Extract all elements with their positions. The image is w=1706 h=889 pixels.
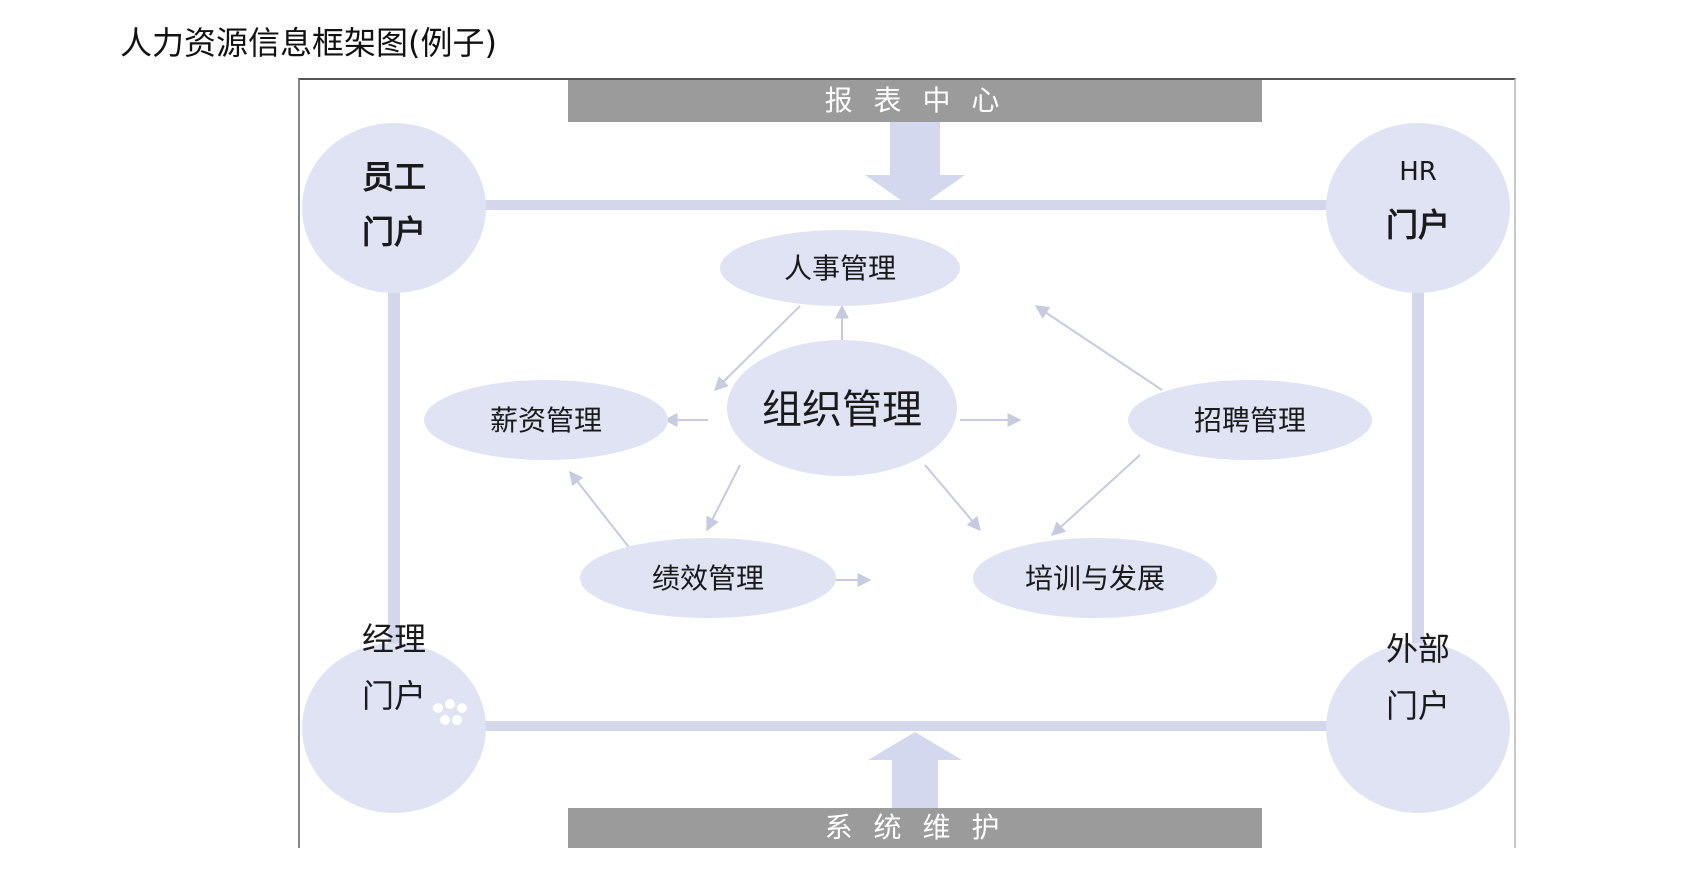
arrow-recruiting-to-personnel <box>1034 305 1163 391</box>
hr-portal-line1: HR <box>1399 157 1437 187</box>
arrow-center-to-training <box>924 464 981 532</box>
report-center-bar: 报 表 中 心 <box>568 80 1262 122</box>
up-block-arrow <box>868 732 962 808</box>
portal-connectors <box>388 200 1424 731</box>
training-development-label: 培训与发展 <box>1025 562 1165 595</box>
arrow-recruiting-to-training <box>1050 454 1141 536</box>
external-portal-line2: 门户 <box>1386 687 1450 725</box>
manager-portal-line2: 门户 <box>362 677 426 715</box>
system-maintenance-label: 系 统 维 护 <box>825 811 1006 844</box>
performance-management: 绩效管理 <box>580 538 836 618</box>
organization-management-label: 组织管理 <box>762 387 922 433</box>
training-development: 培训与发展 <box>973 538 1217 618</box>
performance-management-label: 绩效管理 <box>652 562 764 595</box>
hr-portal: HR 门户 <box>1326 123 1510 293</box>
employee-portal-line2: 门户 <box>362 213 426 251</box>
external-portal: 外部 门户 <box>1326 630 1510 813</box>
system-maintenance-bar: 系 统 维 护 <box>568 808 1262 848</box>
report-center-label: 报 表 中 心 <box>825 84 1006 117</box>
arrow-center-to-performance <box>706 464 741 532</box>
recruiting-management: 招聘管理 <box>1128 380 1372 460</box>
hr-portal-line2: 门户 <box>1386 206 1450 244</box>
personnel-management: 人事管理 <box>720 230 960 306</box>
manager-portal: 经理 门户 <box>302 620 486 813</box>
page-title: 人力资源信息框架图(例子) <box>120 24 497 62</box>
arrow-performance-to-payroll <box>569 470 636 556</box>
external-portal-line1: 外部 <box>1386 630 1450 668</box>
employee-portal: 员工 门户 <box>302 123 486 293</box>
recruiting-management-label: 招聘管理 <box>1194 404 1306 437</box>
personnel-management-label: 人事管理 <box>784 252 896 285</box>
employee-portal-line1: 员工 <box>362 158 426 196</box>
payroll-management-label: 薪资管理 <box>490 404 602 437</box>
hr-framework-diagram: 报 表 中 心 系 统 维 护 员工 门户 HR 门户 经理 门户 <box>302 80 1510 848</box>
diagram-frame: 报 表 中 心 系 统 维 护 员工 门户 HR 门户 经理 门户 <box>298 78 1516 848</box>
manager-portal-line1: 经理 <box>362 620 426 658</box>
arrow-personnel-to-payroll <box>714 305 801 391</box>
down-block-arrow <box>865 122 965 210</box>
organization-management: 组织管理 <box>727 340 957 476</box>
payroll-management: 薪资管理 <box>424 380 668 460</box>
